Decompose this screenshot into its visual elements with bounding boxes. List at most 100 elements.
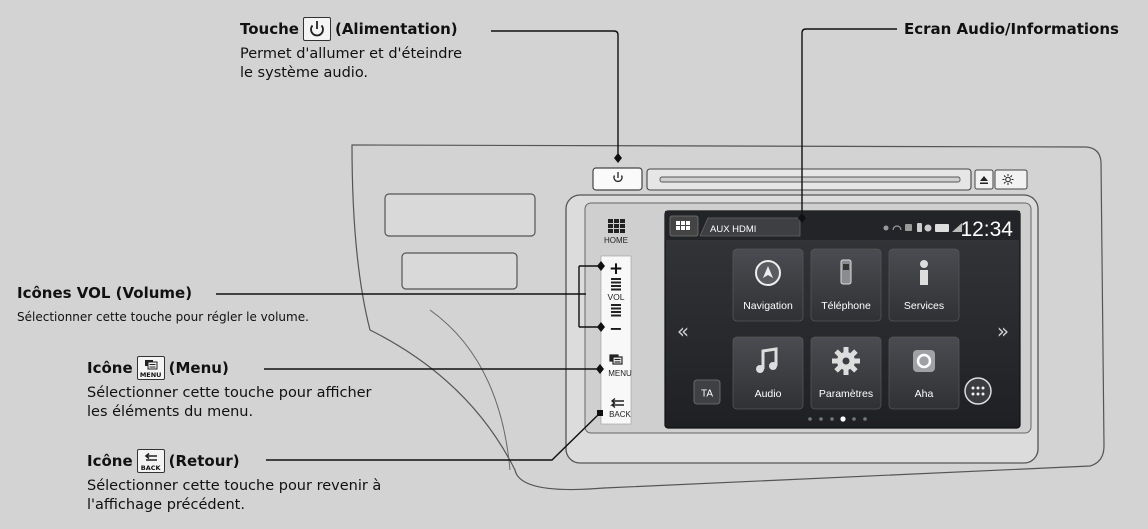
ta-label: TA [701,389,713,400]
settings-icon [832,347,860,375]
callout-back-desc-line1: Sélectionner cette touche pour revenir à [87,478,382,494]
vol-label: VOL [607,292,624,302]
brightness-icon [1002,174,1021,185]
callout-screen: Ecran Audio/Informations [904,20,1119,38]
callout-power: Touche (Alimentation) Permet d'allumer e… [240,17,462,83]
callout-power-desc-line2: le système audio. [240,65,369,81]
dashboard-outline [351,144,1105,491]
app-tile-label: Téléphone [821,300,871,312]
vent-lower [401,252,518,290]
ta-button [693,379,721,405]
app-tile-1[interactable]: Navigation [732,248,804,322]
endpoint-menu [596,364,604,374]
callout-screen-title: Ecran Audio/Informations [904,20,1119,38]
vol-bars-upper [611,278,621,291]
callout-menu-title-prefix: Icône [87,359,133,377]
power-button [592,167,643,191]
endpoint-back [597,410,603,416]
power-button-icon [613,172,623,183]
navigation-icon [755,260,781,286]
page-dot [863,417,867,421]
page-dot [852,417,856,421]
endpoint-screen [798,213,806,223]
next-page-arrow: » [997,319,1009,343]
callout-power-desc: Permet d'allumer et d'éteindre le systèm… [240,45,462,83]
callout-back: Icône BACK (Retour) Sélectionner cette t… [87,449,381,515]
callout-back-title-suffix: (Retour) [168,452,240,470]
info-icon [920,260,928,285]
leader-lines [216,28,897,461]
source-label: AUX HDMI [710,224,756,235]
callout-volume-desc: Sélectionner cette touche pour régler le… [17,310,309,324]
menu-label: MENU [608,369,632,378]
app-tile-label: Services [904,300,944,312]
page-dot [830,417,834,421]
status-icons [883,223,962,232]
endpoint-vol-minus [597,322,605,332]
leader-endpoints [596,153,806,416]
eject-icon [980,176,988,184]
menu-key-label: MENU [139,371,162,379]
app-tile-4[interactable]: Audio [732,336,804,410]
endpoint-vol-plus [597,261,605,271]
callout-back-title-prefix: Icône [87,452,133,470]
callout-menu-title-suffix: (Menu) [168,359,229,377]
vent-upper [384,193,536,237]
more-apps-icon [971,386,985,396]
app-tile-label: Audio [755,388,782,400]
app-tile-label: Navigation [743,300,793,312]
leader-power [491,30,619,158]
leader-volume [216,265,600,328]
vol-minus: − [609,319,622,338]
leader-screen [801,28,897,213]
page-indicator [808,416,867,422]
brightness-button [994,169,1028,190]
back-label: BACK [609,410,631,419]
screen-home-icon [676,221,690,230]
callout-power-desc-line1: Permet d'allumer et d'éteindre [240,46,463,62]
page-dot [808,417,812,421]
home-label: HOME [604,236,628,245]
back-key-icon: BACK [136,449,165,473]
callout-volume: Icônes VOL (Volume) Sélectionner cette t… [17,284,309,325]
callout-power-title: Touche (Alimentation) [240,17,462,41]
menu-key-icon: MENU [136,356,165,380]
callout-back-desc: Sélectionner cette touche pour revenir à… [87,477,381,515]
app-tile-6[interactable]: Aha [888,336,960,410]
callout-menu: Icône MENU (Menu) Sélectionner cette tou… [87,356,372,422]
callout-menu-desc-line2: les éléments du menu. [87,404,254,420]
aha-icon [913,350,935,372]
app-tile-label: Paramètres [819,388,873,400]
endpoint-power [614,153,622,163]
clock: 12:34 [960,218,1013,241]
side-panel-strip [600,255,632,425]
callout-volume-title: Icônes VOL (Volume) [17,284,193,302]
vol-bars-lower [611,304,621,317]
callout-back-title: Icône BACK (Retour) [87,449,381,473]
leader-back [266,412,601,461]
dashboard-inner-curve [429,309,511,471]
page-dot [819,417,823,421]
more-apps-button [964,377,992,405]
callout-menu-desc: Sélectionner cette touche pour afficher … [87,384,372,422]
vol-plus: + [609,259,623,279]
music-icon [756,347,778,373]
callout-menu-title: Icône MENU (Menu) [87,356,372,380]
home-icon [608,219,625,233]
power-key-icon [302,17,331,41]
back-key-label: BACK [140,464,161,472]
disc-slot [659,176,961,183]
prev-page-arrow: « [677,319,689,343]
page-dot-active [840,416,846,422]
callout-menu-desc-line1: Sélectionner cette touche pour afficher [87,385,372,401]
app-tile-3[interactable]: Services [888,248,960,322]
app-tile-2[interactable]: Téléphone [810,248,882,322]
callout-power-title-prefix: Touche [240,20,299,38]
phone-icon [840,259,852,285]
callout-power-title-suffix: (Alimentation) [334,20,458,38]
app-tile-5[interactable]: Paramètres [810,336,882,410]
menu-icon [609,354,623,365]
